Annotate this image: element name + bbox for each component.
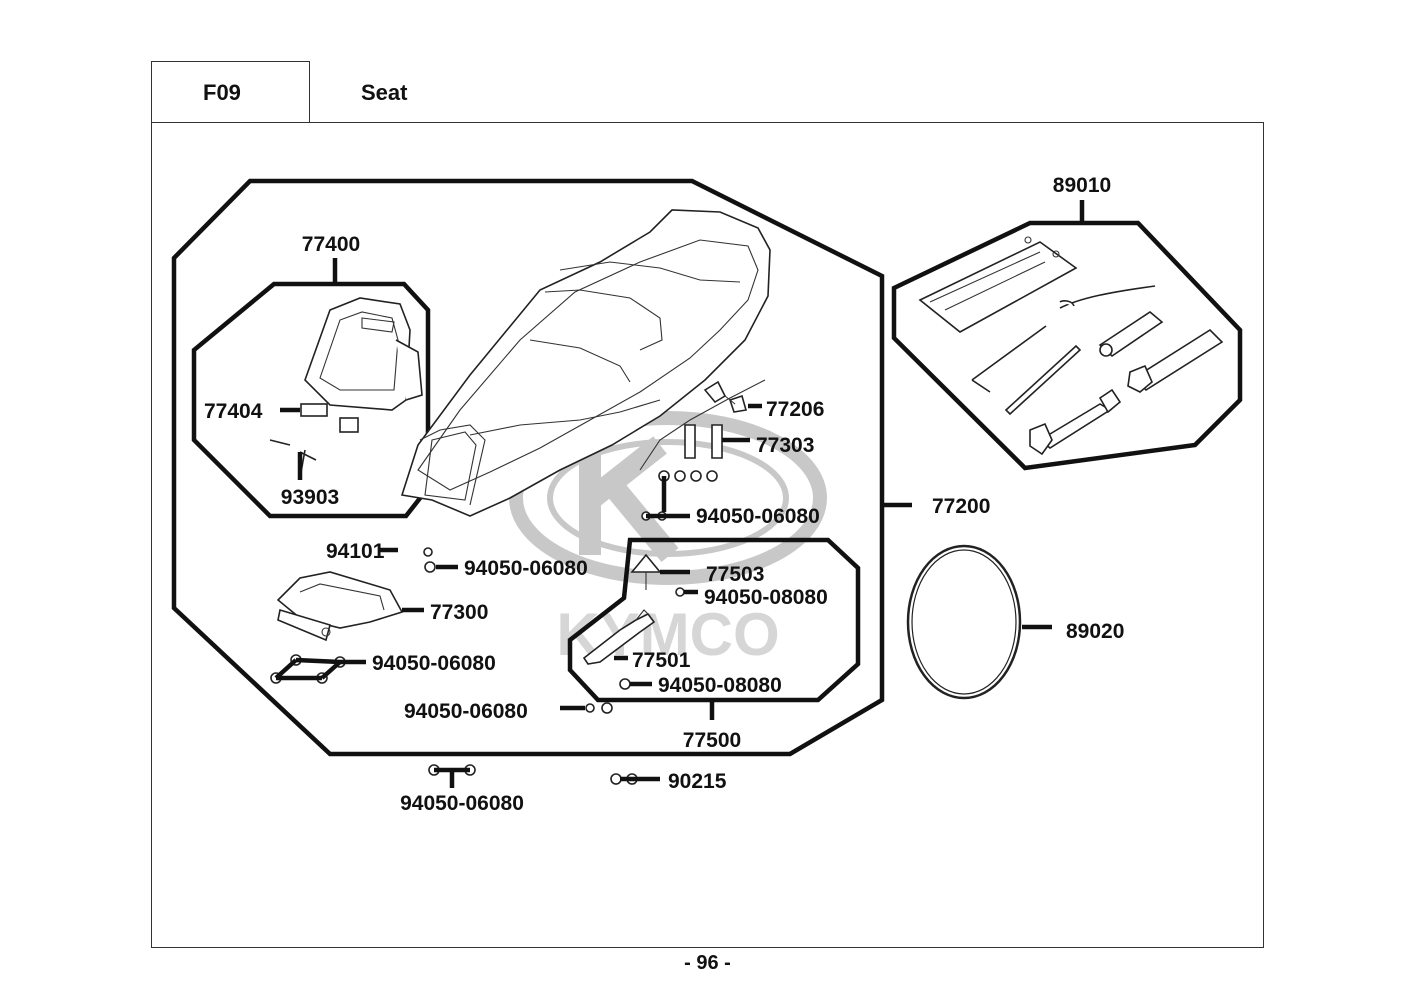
callout-94101: 94101: [326, 540, 385, 563]
bolt-94050-b: [424, 561, 436, 573]
damper-77501: [582, 612, 656, 665]
clip-77303: [684, 424, 723, 459]
toolkit-items: [918, 236, 1224, 456]
callout-77500: 77500: [683, 729, 741, 752]
page-number: - 96 -: [684, 952, 731, 974]
callout-94050-06080-e: 94050-06080: [400, 792, 524, 815]
callout-94050-06080-a: 94050-06080: [696, 505, 820, 528]
callout-77404: 77404: [204, 400, 263, 423]
bracket-77503: [630, 553, 662, 573]
callout-77501: 77501: [632, 649, 691, 672]
callout-89020: 89020: [1066, 620, 1124, 643]
bolts-94050-a: [641, 470, 718, 521]
callout-77300: 77300: [430, 601, 488, 624]
section-title: Seat: [361, 80, 408, 105]
bolts-94050-c: [270, 654, 366, 684]
callout-94050-08080-b: 94050-08080: [658, 674, 782, 697]
damper-group-outline: [567, 537, 861, 703]
callout-90215: 90215: [668, 770, 727, 793]
section-code: F09: [203, 80, 241, 105]
seat-cover-group-outline: [191, 281, 431, 519]
bolt-94050-08080-a: [675, 587, 685, 597]
washer-90215: [610, 773, 660, 785]
kymco-watermark-logo: KYMCO: [509, 411, 827, 668]
callout-77206: 77206: [766, 398, 824, 421]
callout-89010: 89010: [1053, 174, 1111, 197]
seat-part: [400, 209, 771, 517]
callout-94050-06080-c: 94050-06080: [372, 652, 496, 675]
plate-77300: [276, 571, 404, 642]
toolkit-group-outline: [891, 220, 1243, 471]
callout-77503: 77503: [706, 563, 764, 586]
bolt-94050-08080-b: [619, 678, 631, 690]
seat-assembly-outline: [171, 178, 885, 757]
callout-94050-08080-a: 94050-08080: [704, 586, 828, 609]
strap-89020: [906, 544, 1022, 700]
callout-77303: 77303: [756, 434, 814, 457]
callout-77400: 77400: [302, 233, 360, 256]
callout-93903: 93903: [281, 486, 339, 509]
washer-94101: [423, 547, 433, 557]
screw-93903: [269, 439, 317, 479]
diagram-frame: [151, 122, 1264, 948]
callout-94050-06080-b: 94050-06080: [464, 557, 588, 580]
callout-94050-06080-d: 94050-06080: [404, 700, 528, 723]
bracket-77404-b: [339, 417, 359, 433]
bracket-77404: [300, 403, 328, 417]
bolt-94050-d: [585, 703, 595, 713]
callout-77200: 77200: [932, 495, 990, 518]
bolts-94050-e: [428, 764, 476, 788]
seat-cover-part: [304, 297, 423, 411]
